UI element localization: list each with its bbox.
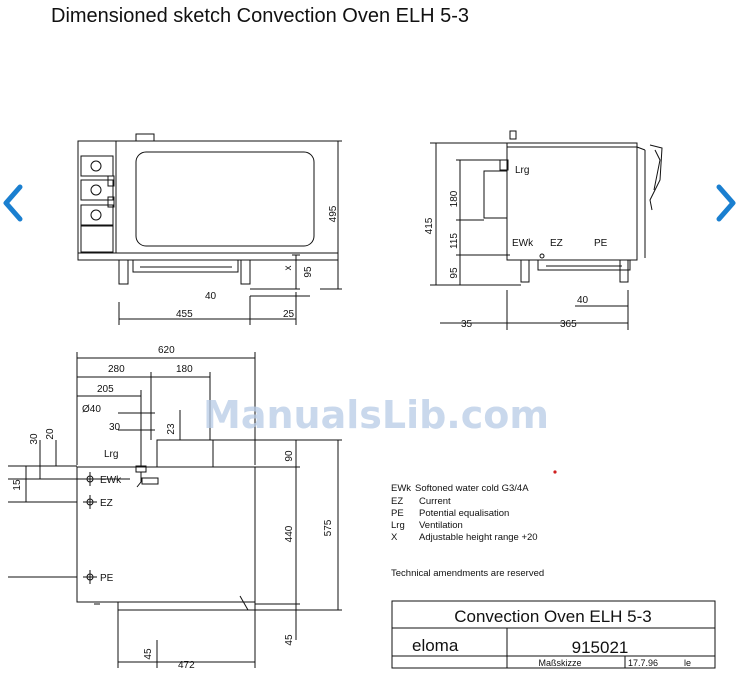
dim-top-dia40: Ø40 [82, 404, 101, 415]
dim-front-width: 455 [176, 309, 193, 320]
dim-top-45v: 45 [284, 634, 295, 646]
front-view-foot [118, 259, 129, 285]
legend-text: Potential equalisation [419, 508, 509, 519]
dim-side-35: 35 [461, 319, 473, 330]
reservation-note: Technical amendments are reserved [391, 568, 544, 579]
dim-top-205: 205 [97, 384, 114, 395]
front-view-foot [240, 259, 251, 285]
dim-top-90: 90 [284, 450, 295, 462]
dim-side-365: 365 [560, 319, 577, 330]
front-view-knob [90, 160, 102, 172]
legend-text: Adjustable height range +20 [419, 532, 538, 543]
title-block-sheet: Maßskizze [538, 658, 581, 668]
dim-top-280: 280 [108, 364, 125, 375]
title-block-number: 915021 [572, 638, 629, 657]
title-block-initials: le [684, 658, 691, 668]
red-dot [553, 470, 557, 474]
side-view-vent-box [483, 170, 508, 219]
title-block-name: Convection Oven ELH 5-3 [454, 607, 652, 626]
label-side-pe: PE [594, 238, 608, 249]
page-title: Dimensioned sketch Convection Oven ELH 5… [51, 5, 469, 27]
label-side-lrg: Lrg [515, 165, 529, 176]
legend-code: Lrg [391, 520, 405, 531]
top-view-vent [156, 439, 214, 468]
dim-top-23: 23 [166, 423, 177, 435]
top-view [8, 352, 342, 668]
dim-top-45h: 45 [143, 648, 154, 660]
dim-top-620: 620 [158, 345, 175, 356]
dim-top-left20: 20 [45, 428, 56, 440]
dim-front-x: x [283, 266, 294, 271]
dim-top-30: 30 [109, 422, 121, 433]
chevron-right-icon [716, 184, 736, 222]
dim-front-offset: 25 [283, 309, 295, 320]
title-block-date: 17.7.96 [628, 658, 658, 668]
chevron-left-icon [3, 184, 23, 222]
legend-code: EZ [391, 496, 403, 507]
label-side-ez: EZ [550, 238, 563, 249]
legend-code: PE [391, 508, 404, 519]
dim-front-height: 495 [328, 205, 339, 222]
front-view-knob [90, 184, 102, 196]
legend-code: X [391, 532, 398, 543]
legend-text: Current [419, 496, 451, 507]
front-view [77, 133, 342, 325]
front-view-knob [90, 209, 102, 221]
legend: EWk Softoned water cold G3/4A EZ Current… [391, 483, 538, 543]
dim-top-440: 440 [284, 525, 295, 542]
legend-text: Ventilation [419, 520, 463, 531]
dim-top-472: 472 [178, 660, 195, 671]
dim-top-left30: 30 [29, 433, 40, 445]
dim-front-feet: 95 [303, 266, 314, 278]
label-side-ewk: EWk [512, 238, 534, 249]
dim-side-95: 95 [449, 267, 460, 279]
previous-page-button[interactable] [0, 181, 30, 225]
front-view-body [77, 140, 339, 261]
dim-side-180: 180 [449, 190, 460, 207]
legend-code: EWk [391, 483, 411, 494]
dim-top-575: 575 [323, 519, 334, 536]
dim-top-180: 180 [176, 364, 193, 375]
legend-text: Softoned water cold G3/4A [415, 483, 529, 494]
dim-front-40: 40 [205, 291, 217, 302]
dim-side-115: 115 [449, 233, 460, 249]
label-top-lrg: Lrg [104, 449, 118, 460]
watermark: ManualsLib.com [203, 393, 549, 437]
next-page-button[interactable] [709, 181, 739, 225]
title-block [391, 600, 716, 669]
label-top-ez: EZ [100, 498, 113, 509]
title-block-brand: eloma [412, 636, 459, 655]
dim-side-40: 40 [577, 295, 589, 306]
side-view [430, 130, 663, 330]
dim-top-left15: 15 [12, 479, 23, 491]
label-top-pe: PE [100, 573, 114, 584]
label-top-ewk: EWk [100, 475, 122, 486]
dim-side-total: 415 [424, 217, 435, 234]
